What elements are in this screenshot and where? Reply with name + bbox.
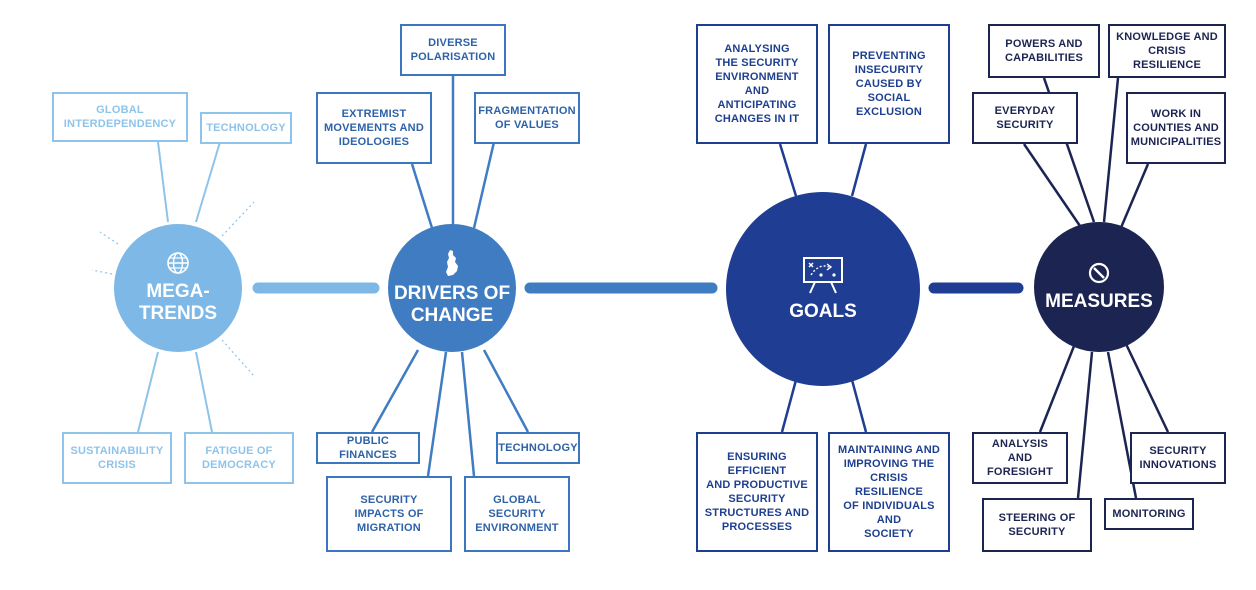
connector-ensuring <box>780 379 798 433</box>
connector-steering <box>1076 351 1094 499</box>
connector-migration <box>426 351 448 477</box>
connector-extremist <box>410 163 434 229</box>
connector-analysing <box>778 143 798 197</box>
hub-measures: MEASURES <box>1034 222 1164 352</box>
hub-goals-label: GOALS <box>789 301 857 322</box>
connector-sustainability <box>137 351 159 433</box>
connector-dotted-left-upper <box>99 231 119 245</box>
connector-global-interdependency <box>157 141 169 223</box>
box-technology-megatrend: TECHNOLOGY <box>200 112 292 144</box>
connector-technology-mega <box>195 141 221 223</box>
strategy-board-icon <box>803 257 843 294</box>
connector-dotted-left-mid <box>91 269 113 275</box>
box-technology-driver: TECHNOLOGY <box>496 432 580 464</box>
connector-fatigue <box>195 351 213 433</box>
connector-work <box>1118 163 1150 231</box>
connector-everyday <box>1022 143 1082 227</box>
box-analysing-security-environment: ANALYSING THE SECURITY ENVIRONMENT AND A… <box>696 24 818 144</box>
hub-megatrends: MEGA- TRENDS <box>114 224 242 352</box>
box-fatigue-of-democracy: FATIGUE OF DEMOCRACY <box>184 432 294 484</box>
box-fragmentation-of-values: FRAGMENTATION OF VALUES <box>474 92 580 144</box>
connector-fragmentation <box>472 141 496 229</box>
box-powers-and-capabilities: POWERS AND CAPABILITIES <box>988 24 1100 78</box>
connector-maintaining <box>850 379 868 433</box>
connector-preventing <box>850 143 868 197</box>
box-global-interdependency: GLOBAL INTERDEPENDENCY <box>52 92 188 142</box>
box-knowledge-and-crisis-resilience: KNOWLEDGE AND CRISIS RESILIENCE <box>1108 24 1226 78</box>
box-ensuring-efficient-structures: ENSURING EFFICIENT AND PRODUCTIVE SECURI… <box>696 432 818 552</box>
connector-public-finances <box>370 349 420 433</box>
connector-global-security <box>460 351 476 477</box>
box-work-in-counties: WORK IN COUNTIES AND MUNICIPALITIES <box>1126 92 1226 164</box>
hub-megatrends-label: MEGA- TRENDS <box>138 281 218 324</box>
box-steering-of-security: STEERING OF SECURITY <box>982 498 1092 552</box>
box-sustainability-crisis: SUSTAINABILITY CRISIS <box>62 432 172 484</box>
hub-drivers: DRIVERS OF CHANGE <box>388 224 516 352</box>
goals-connectors <box>778 143 868 433</box>
connector-dotted-lower <box>221 339 255 377</box>
drivers-connectors <box>370 76 530 477</box>
connector-analysis <box>1038 345 1076 433</box>
connector-innovations <box>1124 343 1170 433</box>
connector-technology-drv <box>482 349 530 433</box>
box-security-innovations: SECURITY INNOVATIONS <box>1130 432 1226 484</box>
connector-knowledge <box>1102 77 1120 223</box>
connector-dotted-upper <box>221 201 255 237</box>
hub-goals: GOALS <box>726 192 920 386</box>
globe-icon <box>167 252 189 274</box>
box-extremist-movements: EXTREMIST MOVEMENTS AND IDEOLOGIES <box>316 92 432 164</box>
hub-drivers-label: DRIVERS OF CHANGE <box>393 283 511 326</box>
box-everyday-security: EVERYDAY SECURITY <box>972 92 1078 144</box>
box-monitoring: MONITORING <box>1104 498 1194 530</box>
box-security-impacts-of-migration: SECURITY IMPACTS OF MIGRATION <box>326 476 452 552</box>
hub-measures-label: MEASURES <box>1045 291 1153 312</box>
box-maintaining-crisis-resilience: MAINTAINING AND IMPROVING THE CRISIS RES… <box>828 432 950 552</box>
megatrends-connectors <box>91 141 255 433</box>
compass-icon <box>1088 262 1110 284</box>
box-preventing-insecurity: PREVENTING INSECURITY CAUSED BY SOCIAL E… <box>828 24 950 144</box>
box-diverse-polarisation: DIVERSE POLARISATION <box>400 24 506 76</box>
finland-map-icon <box>446 250 458 276</box>
box-global-security-environment: GLOBAL SECURITY ENVIRONMENT <box>464 476 570 552</box>
box-public-finances: PUBLIC FINANCES <box>316 432 420 464</box>
box-analysis-and-foresight: ANALYSIS AND FORESIGHT <box>972 432 1068 484</box>
